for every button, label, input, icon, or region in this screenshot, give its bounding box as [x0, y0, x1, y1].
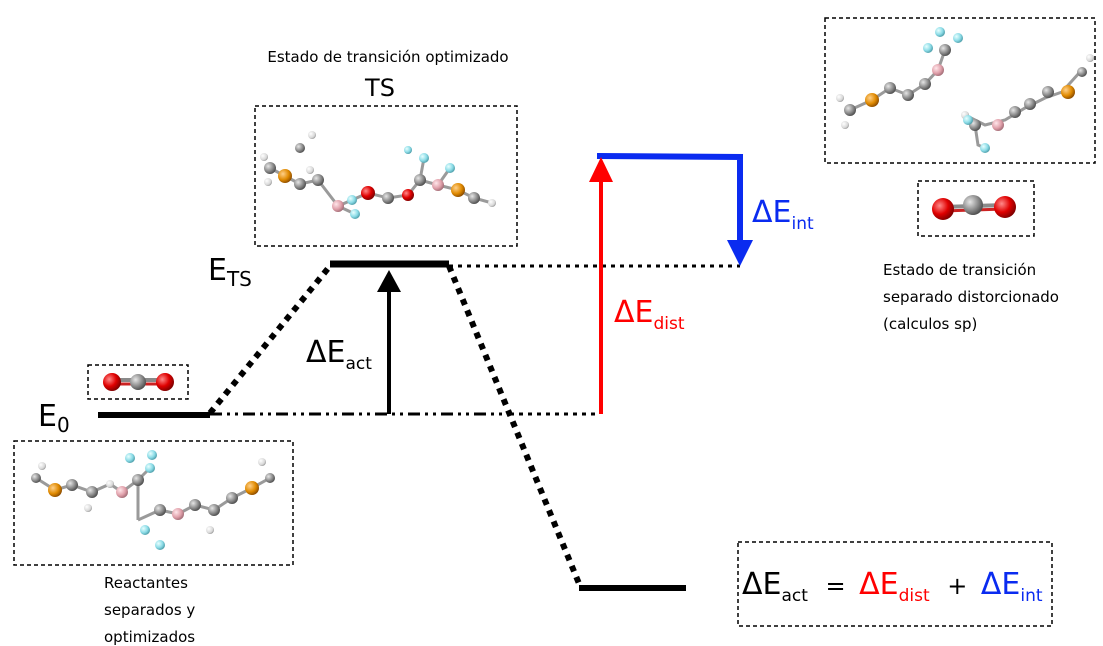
ts-label: TS: [364, 74, 395, 102]
activation-arrow-label: ΔEact: [306, 335, 372, 374]
equation-box: [737, 541, 1053, 627]
ts-caption: Estado de transición optimizado: [267, 48, 508, 66]
fragment-structure-box: [824, 17, 1096, 164]
ts-molecule-icon: [260, 131, 496, 219]
path-drop-dotted: [446, 264, 583, 588]
path-rise-dotted: [207, 264, 333, 415]
co2-fragment-box: [917, 180, 1035, 237]
ets-label: ETS: [208, 253, 252, 291]
reactant-structure-box: [13, 440, 294, 566]
ts-structure-box: [254, 105, 518, 247]
separated-ts-caption: Estado de transición separado distorcion…: [883, 261, 1064, 333]
fragment-molecule-icon: [836, 27, 1094, 153]
e0-label: E0: [38, 399, 70, 437]
co2-reactant-box: [87, 364, 189, 400]
distortion-arrow-label: ΔEdist: [614, 295, 685, 334]
interaction-arrow-label: ΔEint: [752, 195, 814, 234]
equation: ΔEact = ΔEdist + ΔEint: [742, 567, 1043, 609]
separated-ts-level-bar: [596, 153, 744, 160]
reactant-molecule-icon: [31, 450, 275, 550]
reactants-caption: Reactantes separados y optimizados: [104, 574, 200, 646]
activation-arrow: [377, 270, 401, 414]
distortion-arrow: [589, 157, 613, 414]
co2-molecule-icon: [103, 373, 174, 391]
interaction-arrow: [727, 160, 753, 266]
co2-fragment-molecule-icon: [932, 195, 1016, 220]
